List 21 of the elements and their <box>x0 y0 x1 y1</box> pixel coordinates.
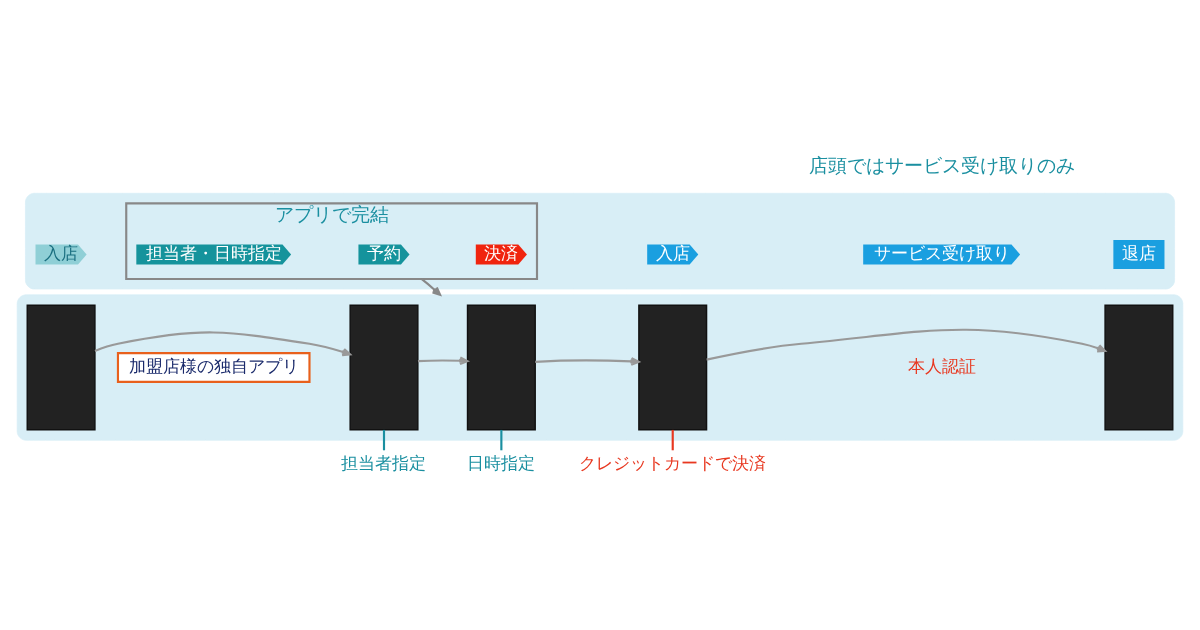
node-box <box>349 304 419 431</box>
arrow <box>94 330 352 356</box>
label: 店頭ではサービス受け取りのみ <box>808 154 1075 176</box>
connector <box>500 429 503 450</box>
node-box <box>638 304 708 431</box>
arrow <box>535 356 640 366</box>
node-text: 担当者指定 <box>341 452 427 473</box>
node-box <box>1104 304 1174 431</box>
node-text: 本人認証 <box>907 355 976 376</box>
node-text: 日時指定 <box>467 452 536 473</box>
cluster <box>16 293 1184 441</box>
node-text: クレジットカードで決済 <box>579 452 767 473</box>
node-box: 退店 <box>1113 239 1165 269</box>
node-box <box>466 304 536 431</box>
node-box <box>26 304 96 431</box>
connector <box>671 429 674 450</box>
arrow <box>417 356 469 365</box>
arrow <box>420 277 442 296</box>
connector <box>382 429 386 450</box>
node-box: 加盟店様の独自アプリ <box>116 351 311 383</box>
arrow <box>706 328 1107 361</box>
